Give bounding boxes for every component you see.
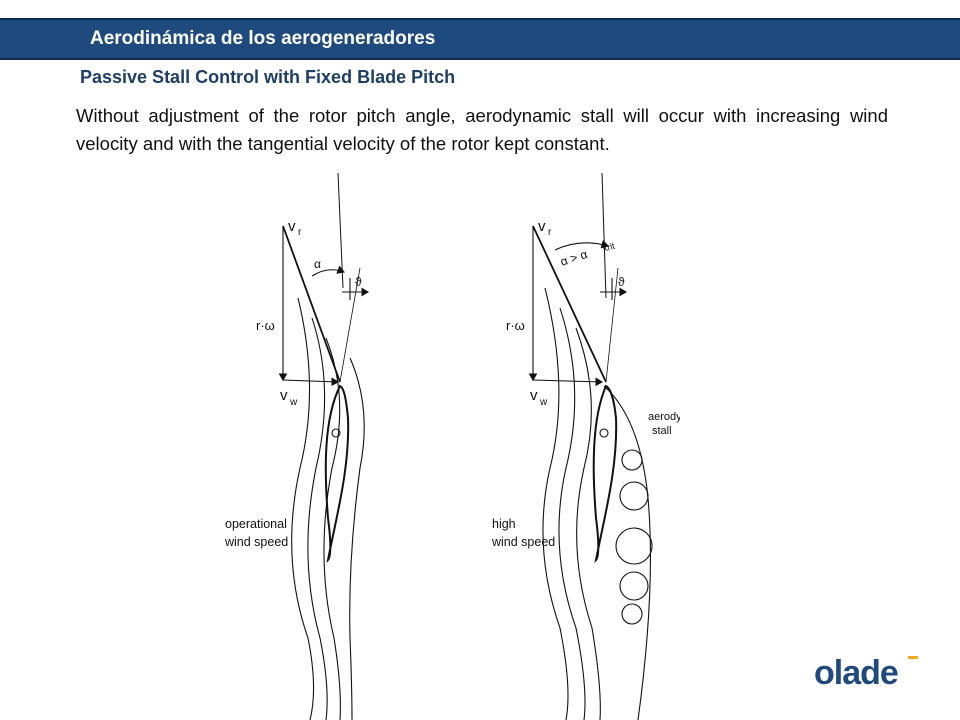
left-vr-sub: r (298, 227, 302, 238)
left-pivot (331, 428, 341, 438)
left-panel (278, 172, 370, 720)
left-labels: v r r·ω v w α ϑ operational wind speed (224, 218, 362, 549)
left-airfoil (324, 384, 350, 564)
right-vr-line (532, 225, 607, 383)
left-vr-line (282, 225, 341, 383)
header-title: Aerodinámica de los aerogeneradores (90, 28, 436, 49)
left-vw-arrow (282, 377, 340, 387)
stall-vortex-2 (619, 481, 649, 511)
right-vw-sub: w (539, 397, 548, 408)
right-labels: v r r·ω v w α > α krit ϑ aerodyn. stall … (491, 218, 680, 549)
right-vw-arrow (532, 377, 604, 387)
right-caption-line1: high (492, 517, 516, 531)
right-streamline-4 (603, 385, 651, 720)
right-alpha-label: α > α (559, 247, 590, 269)
right-streamline-1 (542, 287, 569, 720)
header-bar: Aerodinámica de los aerogeneradores (0, 18, 960, 60)
left-chord-line (339, 267, 361, 383)
right-pivot (599, 428, 609, 438)
right-streamline-3 (575, 327, 601, 720)
right-caption-line2: wind speed (491, 535, 555, 549)
right-streamline-2 (558, 307, 586, 720)
body-paragraph: Without adjustment of the rotor pitch an… (76, 105, 888, 154)
left-vr-label: v (288, 218, 296, 235)
stall-vortex-1 (621, 449, 643, 471)
left-vw-sub: w (289, 397, 298, 408)
left-streamline-2 (307, 317, 328, 720)
right-omega-label: r·ω (506, 318, 525, 333)
right-alpha-arc (554, 239, 610, 251)
olade-logo-text: olade (814, 654, 898, 692)
right-vr-label: v (538, 218, 546, 235)
left-theta-label: ϑ (355, 275, 362, 289)
stall-vortex-5 (621, 603, 643, 625)
stall-vortex-4 (619, 571, 649, 601)
olade-logo-accent (908, 656, 918, 659)
right-vr-sub: r (548, 227, 552, 238)
right-axis-line (601, 172, 607, 299)
left-alpha-arc (311, 265, 346, 277)
right-panel (528, 172, 653, 720)
slide-subtitle: Passive Stall Control with Fixed Blade P… (80, 67, 456, 87)
left-streamline-3 (323, 337, 341, 720)
right-airfoil (592, 384, 618, 564)
stall-label-line2: stall (652, 425, 672, 437)
left-streamline-1 (291, 297, 315, 720)
right-alpha-sub: krit (602, 241, 617, 254)
left-omega-label: r·ω (256, 318, 275, 333)
left-caption-line2: wind speed (224, 535, 288, 549)
right-theta-label: ϑ (618, 275, 625, 289)
stall-label-line1: aerodyn. (648, 411, 680, 423)
right-chord-line (605, 267, 619, 383)
left-streamline-4 (349, 357, 365, 720)
blade-stall-figure: v r r·ω v w α ϑ operational wind speed (224, 172, 680, 720)
olade-logo: olade (814, 654, 918, 692)
stall-vortex-3 (615, 527, 653, 565)
left-caption-line1: operational (225, 517, 287, 531)
left-vw-label: v (280, 387, 288, 404)
right-vw-label: v (530, 387, 538, 404)
left-alpha-label: α (314, 257, 321, 271)
